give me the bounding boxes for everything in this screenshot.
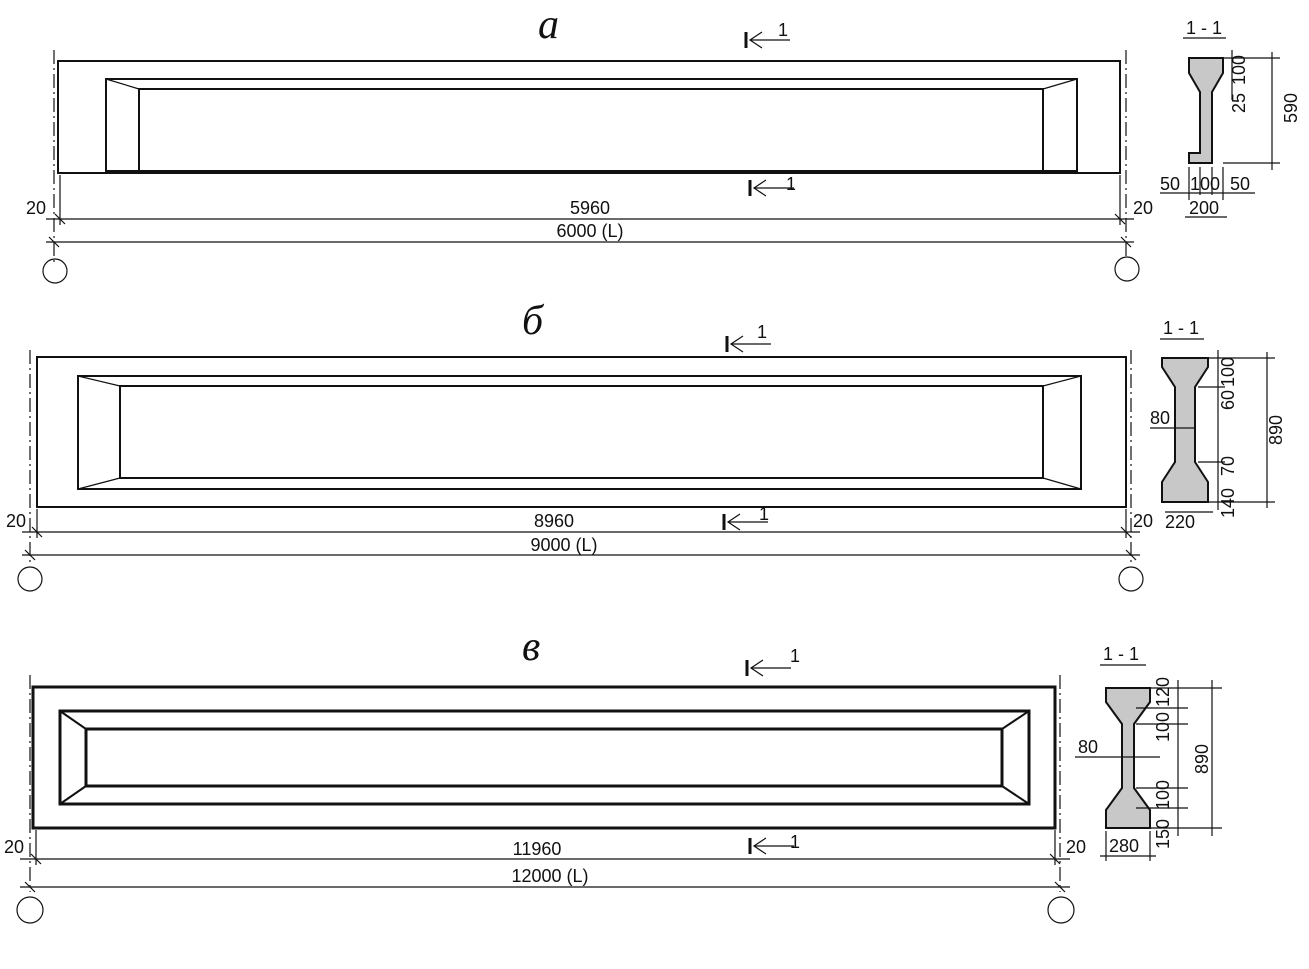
panel-b-beam-web (119, 385, 1044, 479)
panel-c-beam-outline (31, 685, 1057, 830)
panel-c-axis-bubble-right (1047, 896, 1075, 924)
panel-c-title: в (522, 624, 540, 670)
panel-b-sec-dim-4: 80 (1150, 408, 1170, 428)
panel-b: б 1 1 8960 9000 (L) (6, 298, 1286, 592)
panel-a-sec-dim-7: 200 (1189, 198, 1219, 218)
panel-a-cross-section: 1 - 1 100 25 590 50 100 50 200 (1160, 18, 1301, 218)
panel-a-section-title: 1 - 1 (1186, 18, 1222, 38)
panel-a-section-mark-bottom: 1 (748, 174, 796, 197)
panel-c-dim-left: 20 (4, 837, 24, 857)
panel-a-axis-bubble-right (1114, 256, 1140, 282)
panel-b-sec-dim-6: 140 (1218, 488, 1238, 518)
panel-b-dim-right: 20 (1133, 511, 1153, 531)
panel-c-dim-right: 20 (1066, 837, 1086, 857)
panel-b-sec-dim-2: 60 (1218, 390, 1238, 410)
panel-c-section-mark-top: 1 (745, 646, 800, 677)
panel-c-sec-dim-2: 100 (1153, 712, 1173, 742)
panel-a: а 1 1 5960 (26, 2, 1301, 284)
panel-c-cross-section: 1 - 1 120 100 890 80 100 150 280 (1075, 644, 1222, 861)
panel-a-sec-dim-4: 50 (1160, 174, 1180, 194)
panel-a-sec-dim-2: 25 (1229, 93, 1249, 113)
panel-c-dim-inner: 11960 (513, 839, 562, 859)
panel-c-dim-total: 12000 (L) (511, 866, 588, 886)
panel-b-dim-total: 9000 (L) (530, 535, 597, 555)
panel-b-sec-dim-1: 100 (1218, 357, 1238, 387)
panel-c-sec-dim-5: 100 (1153, 780, 1173, 810)
panel-a-dim-inner: 5960 (570, 198, 610, 218)
panel-b-section-mark-bottom: 1 (722, 504, 769, 531)
panel-b-section-mark-top: 1 (725, 322, 771, 353)
panel-a-title: а (538, 2, 559, 48)
panel-b-sec-dim-5: 70 (1218, 456, 1238, 476)
panel-c-sec-dim-6: 150 (1153, 819, 1173, 849)
panel-c: в 1 1 11960 12000 ( (4, 624, 1222, 924)
panel-b-mark-bottom-label: 1 (759, 504, 769, 524)
panel-c-section-title: 1 - 1 (1103, 644, 1139, 664)
panel-c-sec-dim-3: 890 (1192, 744, 1212, 774)
panel-b-section-title: 1 - 1 (1163, 318, 1199, 338)
panel-a-axis-bubble-left (42, 258, 68, 284)
panel-b-mark-top-label: 1 (757, 322, 767, 342)
panel-b-axis-bubble-left (17, 566, 43, 592)
panel-a-dim-left: 20 (26, 198, 46, 218)
panel-c-sec-dim-4: 80 (1078, 737, 1098, 757)
panel-b-dim-inner: 8960 (534, 511, 574, 531)
panel-b-beam-outline (36, 356, 1127, 508)
panel-c-beam-web (84, 727, 1004, 788)
panel-c-section-mark-bottom: 1 (748, 832, 800, 855)
panel-b-beam-recess (77, 375, 1082, 490)
panel-b-sec-dim-3: 890 (1266, 415, 1286, 445)
panel-a-sec-dim-3: 590 (1281, 93, 1301, 123)
panel-b-dim-left: 20 (6, 511, 26, 531)
panel-b-cross-section: 1 - 1 100 60 890 80 70 140 220 (1150, 318, 1286, 532)
panel-b-sec-dim-7: 220 (1165, 512, 1195, 532)
panel-a-beam-outline (57, 60, 1121, 174)
panel-a-dim-right: 20 (1133, 198, 1153, 218)
panel-a-dim-total: 6000 (L) (556, 221, 623, 241)
panel-c-axis-bubble-left (16, 896, 44, 924)
panel-a-section-mark-top: 1 (744, 20, 790, 49)
panel-c-sec-dim-7: 280 (1109, 836, 1139, 856)
panel-b-title: б (522, 298, 545, 344)
panel-c-mark-bottom-label: 1 (790, 832, 800, 852)
panel-a-sec-dim-5: 100 (1190, 174, 1220, 194)
panel-a-sec-dim-1: 100 (1229, 55, 1249, 85)
panel-c-beam-recess (58, 709, 1031, 806)
panel-c-mark-top-label: 1 (790, 646, 800, 666)
panel-c-sec-dim-1: 120 (1153, 677, 1173, 707)
panel-a-beam-web (138, 88, 1044, 172)
panel-a-sec-dim-6: 50 (1230, 174, 1250, 194)
panel-a-mark-bottom-label: 1 (786, 174, 796, 194)
panel-a-beam-recess (105, 78, 1078, 172)
panel-b-axis-bubble-right (1118, 566, 1144, 592)
panel-a-mark-top-label: 1 (778, 20, 788, 40)
